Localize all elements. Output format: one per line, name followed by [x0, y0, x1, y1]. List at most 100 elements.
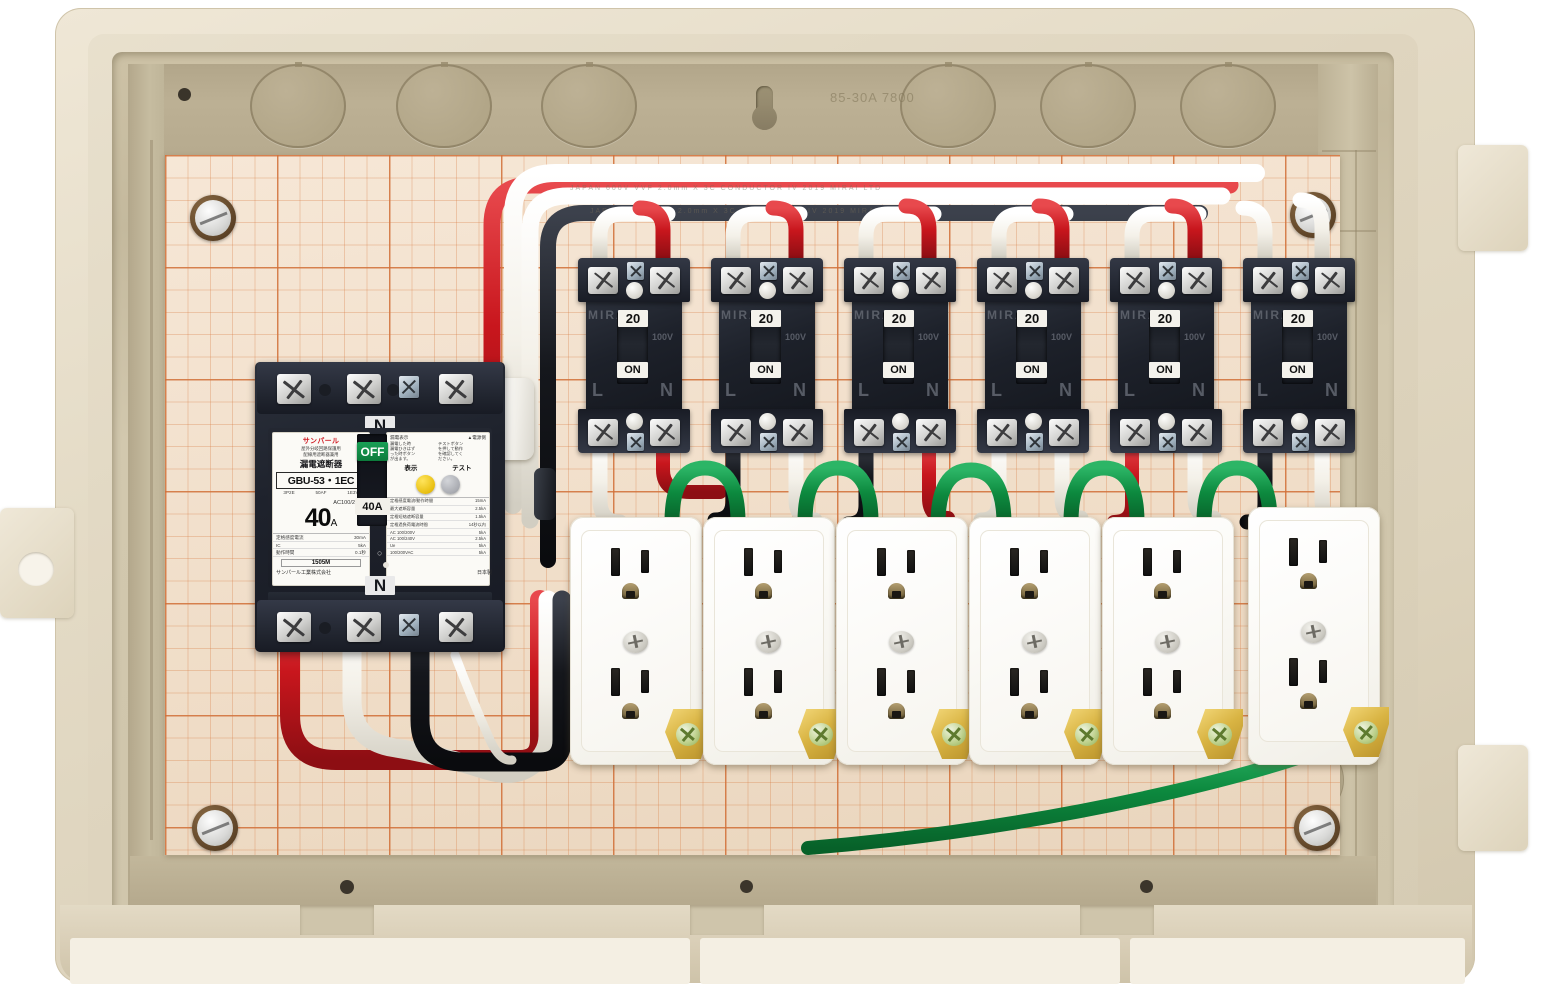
branch-5-terminal-screw-left[interactable] — [1120, 267, 1150, 294]
branch-3-terminal-screw-center[interactable] — [893, 262, 910, 280]
branch-1-terminal-screw-center[interactable] — [627, 262, 644, 280]
main-terminal-screw-top-center[interactable] — [399, 376, 419, 398]
branch-2-terminal-screw-right[interactable] — [783, 267, 813, 294]
branch-breaker-6-bottom-terminals[interactable] — [1243, 409, 1355, 453]
branch-6-load-screw-center[interactable] — [1292, 433, 1309, 451]
outlet-5-center-screw[interactable] — [1155, 631, 1180, 653]
branch-3-load-screw-left[interactable] — [854, 419, 884, 446]
knockout-icon-3[interactable] — [541, 62, 637, 148]
branch-breaker-4-top-terminals[interactable] — [977, 258, 1089, 302]
branch-breaker-1[interactable]: MIRAI 20 ON 100V L N — [578, 258, 690, 453]
branch-3-terminal-screw-right[interactable] — [916, 267, 946, 294]
outlet-6-center-screw[interactable] — [1301, 621, 1326, 643]
branch-breaker-2-bottom-terminals[interactable] — [711, 409, 823, 453]
display-button[interactable] — [416, 475, 435, 494]
branch-breaker-3-bottom-terminals[interactable] — [844, 409, 956, 453]
branch-5-terminal-screw-right[interactable] — [1182, 267, 1212, 294]
outlet-1-receptacle-bottom[interactable] — [594, 668, 678, 730]
outlet-1-receptacle-top[interactable] — [594, 548, 678, 610]
branch-1-load-screw-center[interactable] — [627, 433, 644, 451]
main-terminal-screw-top-2[interactable] — [347, 374, 381, 404]
outlet-5-receptacle-top[interactable] — [1126, 548, 1210, 610]
branch-1-load-screw-left[interactable] — [588, 419, 618, 446]
branch-4-load-screw-center[interactable] — [1026, 433, 1043, 451]
outlet-2-receptacle-top[interactable] — [727, 548, 811, 610]
branch-4-terminal-screw-right[interactable] — [1049, 267, 1079, 294]
branch-breaker-1-bottom-terminals[interactable] — [578, 409, 690, 453]
outlet-5-ground-clamp[interactable] — [1197, 709, 1243, 759]
branch-breaker-5-bottom-terminals[interactable] — [1110, 409, 1222, 453]
branch-6-terminal-screw-center[interactable] — [1292, 262, 1309, 280]
branch-breaker-1-top-terminals[interactable] — [578, 258, 690, 302]
main-breaker[interactable]: N サンパール 屋外分岐回路保護用 配線用遮断器兼用 漏電遮断器 GBU-53・… — [255, 362, 505, 652]
branch-breaker-5-top-terminals[interactable] — [1110, 258, 1222, 302]
branch-2-terminal-screw-left[interactable] — [721, 267, 751, 294]
knockout-icon-1[interactable] — [250, 62, 346, 148]
branch-breaker-6[interactable]: MIRAI 20 ON 100V L N — [1243, 258, 1355, 453]
branch-breaker-3[interactable]: MIRAI 20 ON 100V L N — [844, 258, 956, 453]
branch-3-terminal-screw-left[interactable] — [854, 267, 884, 294]
outlet-4-center-screw[interactable] — [1022, 631, 1047, 653]
branch-5-load-screw-right[interactable] — [1182, 419, 1212, 446]
branch-2-load-screw-center[interactable] — [760, 433, 777, 451]
outlet-6-receptacle-top[interactable] — [1272, 538, 1356, 600]
branch-4-load-screw-left[interactable] — [987, 419, 1017, 446]
outlet-6[interactable] — [1248, 507, 1389, 765]
branch-5-terminal-screw-center[interactable] — [1159, 262, 1176, 280]
outlet-5[interactable] — [1102, 517, 1243, 765]
main-terminal-screw-top-3[interactable] — [439, 374, 473, 404]
branch-3-load-screw-right[interactable] — [916, 419, 946, 446]
branch-2-load-screw-left[interactable] — [721, 419, 751, 446]
outlet-3-receptacle-bottom[interactable] — [860, 668, 944, 730]
branch-breaker-3-top-terminals[interactable] — [844, 258, 956, 302]
main-terminal-screw-bot-1[interactable] — [277, 612, 311, 642]
outlet-6-ground-clamp[interactable] — [1343, 707, 1389, 757]
outlet-4-receptacle-top[interactable] — [993, 548, 1077, 610]
branch-breaker-5[interactable]: MIRAI 20 ON 100V L N — [1110, 258, 1222, 453]
branch-6-load-screw-right[interactable] — [1315, 419, 1345, 446]
main-breaker-top-terminals[interactable] — [257, 362, 503, 414]
outlet-4[interactable] — [969, 517, 1110, 765]
branch-5-load-screw-left[interactable] — [1120, 419, 1150, 446]
knockout-icon-6[interactable] — [1180, 62, 1276, 148]
branch-5-load-screw-center[interactable] — [1159, 433, 1176, 451]
main-terminal-screw-bot-3[interactable] — [439, 612, 473, 642]
knockout-icon-2[interactable] — [396, 62, 492, 148]
board-screw-top-right[interactable] — [1290, 192, 1336, 238]
branch-6-load-screw-left[interactable] — [1253, 419, 1283, 446]
board-screw-top-left[interactable] — [190, 195, 236, 241]
main-terminal-screw-bot-center[interactable] — [399, 614, 419, 636]
main-breaker-switch[interactable]: OFF — [357, 442, 388, 461]
outlet-1[interactable] — [570, 517, 711, 765]
branch-4-terminal-screw-center[interactable] — [1026, 262, 1043, 280]
outlet-2-receptacle-bottom[interactable] — [727, 668, 811, 730]
main-breaker-bottom-terminals[interactable] — [257, 600, 503, 652]
branch-breaker-4-bottom-terminals[interactable] — [977, 409, 1089, 453]
knockout-icon-5[interactable] — [1040, 62, 1136, 148]
branch-1-terminal-screw-left[interactable] — [588, 267, 618, 294]
outlet-2-center-screw[interactable] — [756, 631, 781, 653]
outlet-5-receptacle-bottom[interactable] — [1126, 668, 1210, 730]
branch-2-terminal-screw-center[interactable] — [760, 262, 777, 280]
branch-1-terminal-screw-right[interactable] — [650, 267, 680, 294]
branch-1-load-screw-right[interactable] — [650, 419, 680, 446]
outlet-2[interactable] — [703, 517, 844, 765]
branch-6-terminal-screw-left[interactable] — [1253, 267, 1283, 294]
knockout-icon-4[interactable] — [900, 62, 996, 148]
branch-6-terminal-screw-right[interactable] — [1315, 267, 1345, 294]
branch-breaker-2-top-terminals[interactable] — [711, 258, 823, 302]
branch-breaker-4[interactable]: MIRAI 20 ON 100V L N — [977, 258, 1089, 453]
outlet-3-receptacle-top[interactable] — [860, 548, 944, 610]
branch-4-load-screw-right[interactable] — [1049, 419, 1079, 446]
test-button[interactable] — [441, 475, 460, 494]
outlet-3[interactable] — [836, 517, 977, 765]
outlet-3-center-screw[interactable] — [889, 631, 914, 653]
branch-breaker-6-top-terminals[interactable] — [1243, 258, 1355, 302]
board-screw-bottom-right[interactable] — [1294, 805, 1340, 851]
board-screw-bottom-left[interactable] — [192, 805, 238, 851]
outlet-1-center-screw[interactable] — [623, 631, 648, 653]
branch-4-terminal-screw-left[interactable] — [987, 267, 1017, 294]
main-terminal-screw-top-1[interactable] — [277, 374, 311, 404]
outlet-6-receptacle-bottom[interactable] — [1272, 658, 1356, 720]
branch-2-load-screw-right[interactable] — [783, 419, 813, 446]
